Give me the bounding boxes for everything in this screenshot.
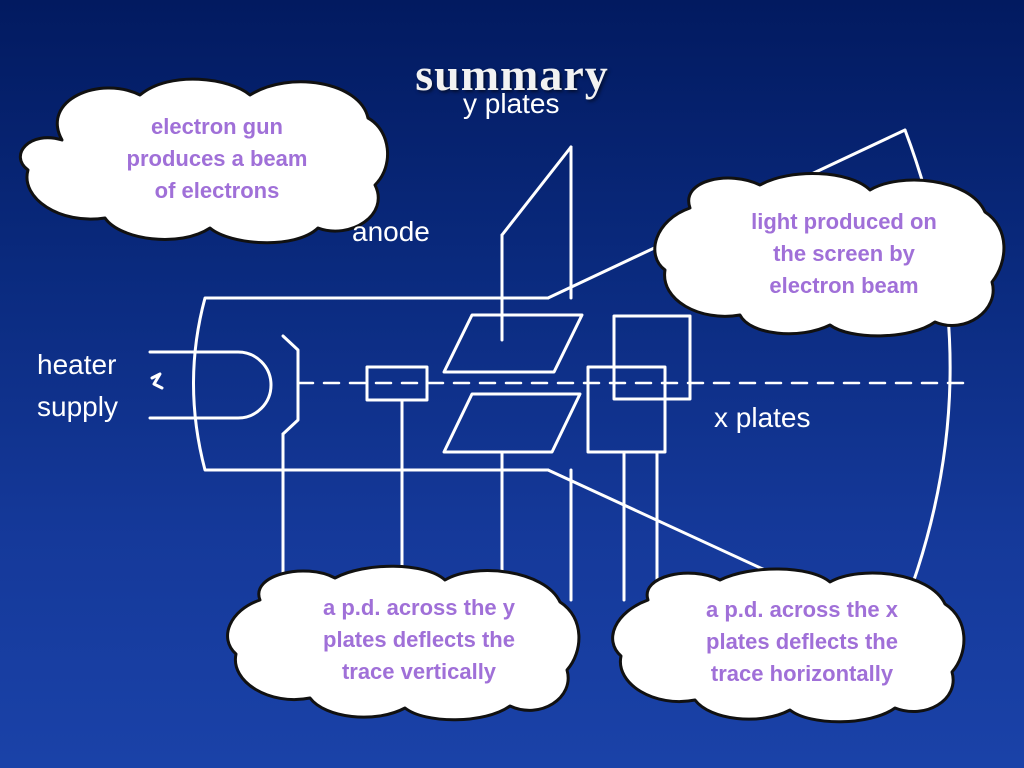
y-plates-pd-callout: a p.d. across the y plates deflects the … bbox=[323, 595, 515, 684]
supply-label: supply bbox=[37, 391, 118, 422]
heater-label: heater bbox=[37, 349, 117, 380]
electron-gun-callout: electron gun produces a beam of electron… bbox=[126, 114, 308, 203]
x-plates-label: x plates bbox=[714, 402, 811, 433]
x-plate-back bbox=[612, 314, 692, 401]
y-plate-lower bbox=[442, 392, 582, 454]
slide-title: summary bbox=[415, 49, 609, 100]
cloud-y-plates bbox=[226, 564, 581, 722]
light-screen-callout: light produced on the screen by electron… bbox=[751, 209, 937, 298]
tube-envelope bbox=[192, 296, 550, 472]
y-plates-label: y plates bbox=[463, 88, 560, 119]
heater-wire bbox=[148, 350, 273, 420]
cloud-light-screen bbox=[653, 172, 1006, 338]
cloud-x-plates bbox=[611, 567, 966, 724]
heater-symbol bbox=[150, 372, 164, 390]
y-plate-upper bbox=[442, 313, 584, 374]
anode-label: anode bbox=[352, 216, 430, 247]
x-plate-front bbox=[586, 365, 667, 454]
cathode-grid bbox=[281, 334, 300, 436]
x-plates-pd-callout: a p.d. across the x plates deflects the … bbox=[706, 597, 898, 686]
cloud-electron-gun bbox=[18, 77, 390, 245]
